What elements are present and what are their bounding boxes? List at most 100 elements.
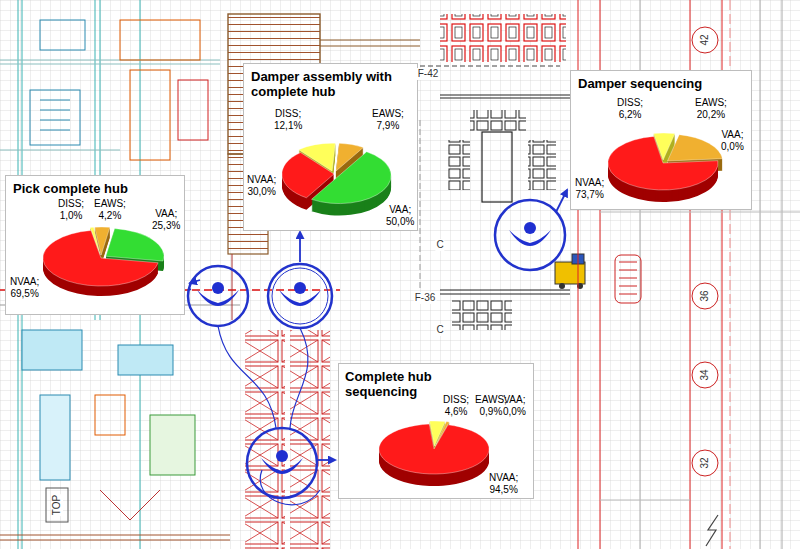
panel-title: Complete hub sequencing xyxy=(345,369,441,399)
operator-markers xyxy=(261,450,303,474)
middle-machinery xyxy=(482,132,512,202)
operator-markers xyxy=(509,222,551,246)
building-columns xyxy=(615,255,641,303)
left-machinery xyxy=(46,488,68,522)
pie-slice xyxy=(379,424,489,474)
left-machinery xyxy=(100,490,160,520)
building-columns xyxy=(578,0,800,549)
building-columns xyxy=(600,212,800,500)
middle-machinery xyxy=(420,120,421,290)
left-machinery xyxy=(22,330,82,370)
pie-label: VAA; 0,0% xyxy=(721,129,744,153)
plan-label: C xyxy=(435,239,444,251)
operator-markers xyxy=(279,282,321,306)
callout-arrows xyxy=(190,280,200,283)
left-machinery xyxy=(178,80,208,140)
left-machinery xyxy=(40,20,85,50)
pie-label: NVAA; 30,0% xyxy=(247,174,276,198)
operator-markers xyxy=(268,264,332,328)
pie-side xyxy=(106,230,164,262)
pie-label: EAWS; 4,2% xyxy=(94,198,126,222)
chart-panel: Damper assembly with complete hubDISS; 1… xyxy=(243,63,418,231)
panel-title: Damper sequencing xyxy=(578,76,746,91)
panel-title: Pick complete hub xyxy=(13,181,181,196)
building-columns xyxy=(692,27,718,53)
chart-panel: Damper sequencingDISS; 6,2% EAWS; 20,2% VA… xyxy=(570,70,752,210)
pie-label: EAWS; 20,2% xyxy=(695,97,727,121)
axis-marker: 34 xyxy=(699,368,711,381)
pie-slice xyxy=(43,230,158,286)
left-machinery xyxy=(118,345,173,375)
pie-label: DISS; 1,0% xyxy=(58,198,84,222)
pie-slice xyxy=(608,136,718,190)
middle-machinery xyxy=(440,14,566,62)
middle-machinery xyxy=(528,140,556,190)
middle-machinery xyxy=(452,300,512,330)
pie-label: DISS; 12,1% xyxy=(274,108,302,132)
operator-markers xyxy=(247,428,317,498)
callout-arrows xyxy=(189,289,191,290)
middle-machinery xyxy=(440,290,570,294)
middle-machinery xyxy=(470,110,526,132)
plan-label: C xyxy=(435,324,444,336)
axis-marker: TOP xyxy=(51,494,63,516)
left-machinery xyxy=(40,395,70,480)
left-machinery xyxy=(40,100,70,130)
pie-label: EAWS; 7,9% xyxy=(372,108,404,132)
pie-side xyxy=(668,136,723,162)
walk-paths xyxy=(218,326,276,428)
sequencing-racks xyxy=(290,330,330,549)
pie-label: VAA; 50,0% xyxy=(386,204,414,228)
walk-paths xyxy=(260,470,320,505)
operator-markers xyxy=(188,200,565,498)
conveyor xyxy=(320,40,420,46)
operator-markers xyxy=(272,268,328,324)
middle-machinery xyxy=(448,140,470,190)
axis-marker: 32 xyxy=(699,456,711,469)
plan-label: F-36 xyxy=(414,292,437,304)
pie-label: VAA; 0,0% xyxy=(503,394,526,418)
middle-machinery xyxy=(555,262,585,284)
walk-paths xyxy=(218,326,320,505)
panel-title: Damper assembly with complete hub xyxy=(251,69,409,99)
conveyor xyxy=(232,254,233,320)
left-machinery xyxy=(30,90,80,145)
left-machinery xyxy=(0,60,220,150)
building-columns xyxy=(692,283,718,309)
pie-label: DISS; 4,6% xyxy=(443,394,469,418)
operator-markers xyxy=(197,282,239,306)
pie-label: DISS; 6,2% xyxy=(617,97,643,121)
middle-machinery xyxy=(420,14,585,330)
building-columns xyxy=(706,515,718,546)
building-columns xyxy=(619,262,637,294)
pie-label: NVAA; 69,5% xyxy=(10,276,39,300)
sequencing-racks xyxy=(245,330,330,549)
operator-markers xyxy=(495,200,565,270)
left-machinery xyxy=(130,70,170,160)
pie-label: NVAA; 94,5% xyxy=(489,472,518,496)
sequencing-racks xyxy=(245,330,285,549)
pie-slice xyxy=(106,229,164,261)
chart-panel: Pick complete hubDISS; 1,0%EAWS; 4,2%VAA… xyxy=(5,175,185,315)
axis-marker: 36 xyxy=(699,289,711,302)
walk-paths xyxy=(290,328,308,428)
pie-label: NVAA; 73,7% xyxy=(575,177,604,201)
left-machinery xyxy=(95,395,125,435)
middle-machinery xyxy=(420,66,560,67)
left-machinery xyxy=(0,535,230,540)
middle-machinery xyxy=(559,283,565,289)
callout-arrows xyxy=(299,232,301,262)
middle-machinery xyxy=(440,95,570,98)
left-machinery xyxy=(150,415,195,475)
operator-markers xyxy=(188,266,248,326)
left-machinery xyxy=(120,20,200,60)
axis-marker: 42 xyxy=(699,33,711,46)
chart-panel: Complete hub sequencingDISS; 4,6%EAWS; 0… xyxy=(338,363,534,499)
pie-slice xyxy=(668,135,723,161)
building-columns xyxy=(692,362,718,388)
pie-slice xyxy=(282,153,334,198)
plan-label: F-42 xyxy=(417,68,440,80)
